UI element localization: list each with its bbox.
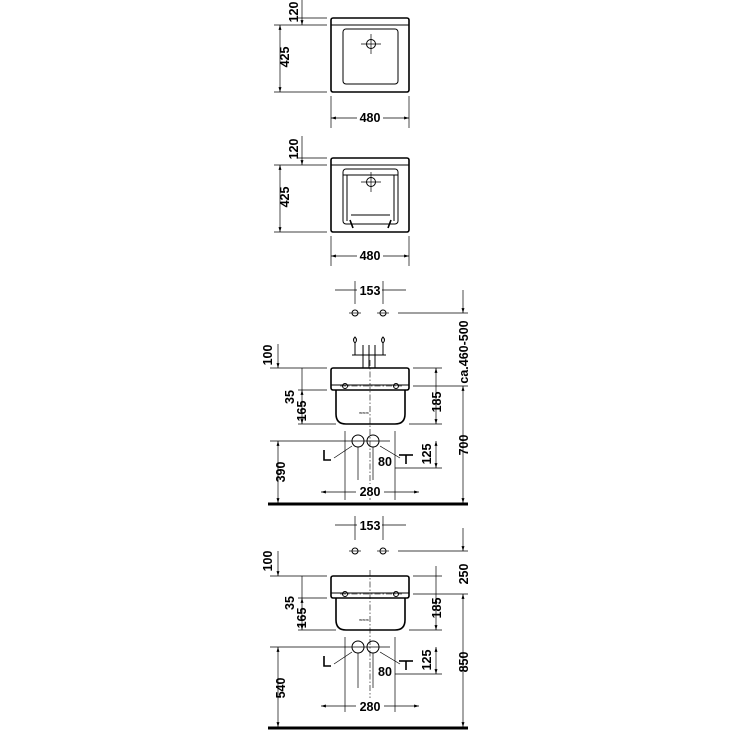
dim-label-overall-height: 850 (457, 652, 471, 673)
bowl-outline (342, 28, 399, 85)
basin-outline (330, 157, 410, 233)
waste-trap-icon (323, 656, 331, 667)
dim-label-tap-spacing: 153 (360, 519, 381, 533)
top-view-2: 120 425 480 (274, 136, 410, 266)
dim-label-supply-spacing: 280 (360, 700, 381, 714)
dim-label-supply-height: 125 (420, 650, 434, 671)
tap-handle-icon (381, 336, 385, 344)
dim-label-rim-thickness: 35 (283, 390, 297, 404)
dim-label-rim-top: 100 (261, 345, 275, 366)
dim-label-width: 480 (360, 249, 381, 263)
dim-label-supply-spacing: 280 (360, 485, 381, 499)
dim-label-waste-height: 540 (274, 678, 288, 699)
dim-label-depth: 425 (278, 47, 292, 68)
dim-label-drain-spacing: 80 (378, 455, 392, 469)
dim-label-rim-thickness: 35 (283, 596, 297, 610)
dim-label-front-depth: 120 (287, 2, 301, 23)
dim-label-bowl-depth: 165 (295, 608, 309, 629)
waste-trap-icon (323, 450, 331, 461)
front-view-2: 153 ≈≈≈ 80 280 100 (261, 516, 471, 730)
basin-bowl (335, 390, 406, 425)
svg-text:≈≈≈: ≈≈≈ (359, 411, 370, 417)
dim-label-basin-height: 185 (430, 598, 444, 619)
dim-label-supply-height: 125 (420, 444, 434, 465)
dim-label-tap-spacing: 153 (360, 284, 381, 298)
top-view-1: 120 425 480 (274, 0, 410, 128)
basin-outline (330, 17, 410, 93)
front-view-1: 153 ≈≈≈ (261, 281, 471, 506)
dim-label-front-depth: 120 (287, 139, 301, 160)
dim-label-drain-spacing: 80 (378, 665, 392, 679)
dim-label-waste-height: 390 (274, 462, 288, 483)
dim-label-basin-height: 185 (430, 392, 444, 413)
bowl-outline (342, 168, 399, 225)
dim-label-width: 480 (360, 111, 381, 125)
svg-text:≈≈≈: ≈≈≈ (359, 618, 370, 624)
basin-bowl (335, 598, 406, 631)
dim-label-rim-top: 100 (261, 551, 275, 572)
dim-label-overall-height: 700 (457, 435, 471, 456)
dim-label-tap-height-range: ca.460-500 (457, 320, 471, 383)
tap-handle-icon (353, 336, 357, 344)
dim-label-tap-offset: 250 (457, 564, 471, 585)
dim-label-bowl-depth: 165 (295, 401, 309, 422)
dim-label-depth: 425 (278, 187, 292, 208)
